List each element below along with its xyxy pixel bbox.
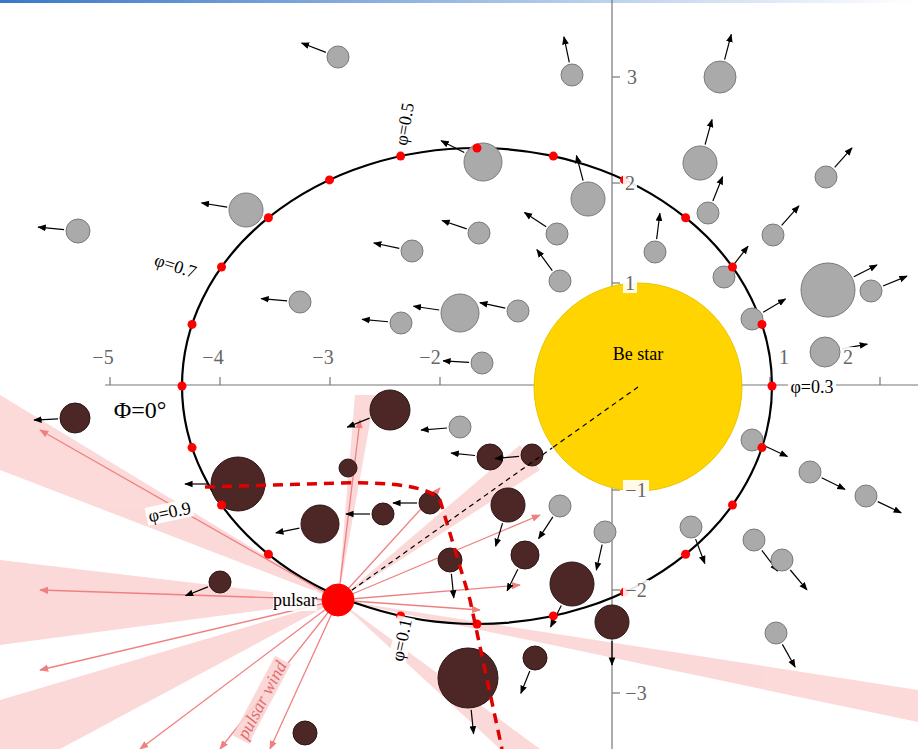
y-tick-label: 3 <box>625 67 639 87</box>
y-tick-label: 2 <box>623 173 637 193</box>
shock-boundary <box>205 483 502 749</box>
phase-label: φ=0.5 <box>392 99 418 148</box>
star-name: Be star <box>613 344 663 365</box>
axes <box>105 0 918 749</box>
wind-clumps <box>34 34 907 745</box>
line-of-sight <box>352 448 553 590</box>
sightline <box>553 387 638 447</box>
pulsar: pulsar <box>321 583 355 617</box>
orbit <box>182 148 772 624</box>
y-tick-label: −3 <box>623 683 648 703</box>
wind-label: pulsar wind <box>233 656 291 744</box>
x-tick-label: 2 <box>841 347 855 367</box>
x-tick-label: −5 <box>90 347 115 367</box>
y-tick-label: 1 <box>623 273 637 293</box>
phase-label: φ=0.7 <box>151 250 201 282</box>
x-tick-label: −2 <box>417 347 442 367</box>
be-star-shape <box>533 282 743 492</box>
orbit-phase-dots <box>178 144 777 629</box>
phase-origin-label: Φ=0° <box>112 398 169 422</box>
pulsar-name: pulsar <box>273 590 317 611</box>
x-tick-label: 1 <box>777 347 791 367</box>
x-tick-label: −3 <box>310 347 335 367</box>
pulsar-shape <box>321 583 355 617</box>
phase-label: φ=0.3 <box>788 378 835 396</box>
be-star: Be star <box>533 282 743 492</box>
y-tick-label: −1 <box>623 480 648 500</box>
axis-ticks <box>110 77 880 693</box>
top-bar <box>0 0 918 3</box>
pulsar-wind-cones <box>0 395 918 749</box>
x-tick-label: −4 <box>200 347 225 367</box>
y-tick-label: −2 <box>623 580 648 600</box>
pulsar-wind-rays <box>40 420 540 749</box>
